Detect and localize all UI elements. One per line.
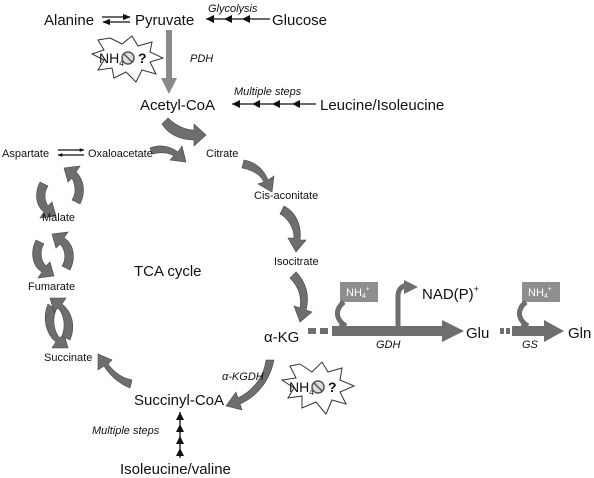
succinyl-coa-label: Succinyl-CoA [134,392,224,409]
pdh-arrow [161,30,177,94]
multiple-steps-top-label: Multiple steps [234,86,302,98]
svg-text:NH4+: NH4+ [346,286,370,300]
svg-text:NAD(P)+: NAD(P)+ [422,284,479,303]
alpha-kg-label: α-KG [264,329,299,346]
gdh-arrow [308,320,464,342]
fumarate-label: Fumarate [28,281,75,293]
alanine-pyruvate-arrows [102,13,131,26]
leucine-isoleucine-label: Leucine/Isoleucine [320,97,444,114]
nh4-subscript-bottom: 4 [309,388,314,397]
isoleucine-valine-label: Isoleucine/valine [120,461,231,478]
citrate-label: Citrate [206,148,238,160]
succinate-label: Succinate [44,352,92,364]
nh4-box-gdh-label: NH [346,287,362,299]
leucine-arrows [232,100,316,108]
acetyl-coa-label: Acetyl-CoA [140,97,215,114]
question-mark-top: ? [138,50,147,66]
tca-cycle-label: TCA cycle [134,263,202,280]
glu-label: Glu [466,325,489,342]
nh4-box-gs-sub: 4 [544,293,548,300]
nh4-star-label-top: NH [99,50,119,66]
glucose-label: Glucose [272,12,327,29]
nh4-inhibition-burst-bottom: NH4+ ? [280,361,356,415]
glycolysis-arrows [206,15,270,23]
nh4-star-label-bottom: NH [289,379,309,395]
gs-label: GS [522,339,539,351]
nh4-box-gdh-sub: 4 [362,293,366,300]
aspartate-oxaloacetate-arrows [57,148,85,157]
alpha-kgdh-label: α-KGDH [222,371,264,383]
nh4-inhibition-burst-top: NH4+ ? [90,35,165,83]
nh4-subscript-top: 4 [119,59,124,68]
glycolysis-label: Glycolysis [208,3,258,15]
nh4-box-gs-charge: + [548,286,552,293]
isocitrate-label: Isocitrate [274,256,319,268]
nh4-box-gdh-charge: + [366,286,370,293]
alanine-label: Alanine [44,12,94,29]
gdh-label: GDH [376,339,401,351]
nadp-label: NAD(P) [422,286,474,303]
nh4-box-gs: NH4+ [522,282,560,302]
nadp-arrow [395,280,418,326]
pdh-label: PDH [190,53,213,65]
question-mark-bottom: ? [328,379,337,395]
multiple-steps-bottom-label: Multiple steps [92,425,160,437]
pyruvate-label: Pyruvate [135,12,194,29]
gs-arrow [500,320,564,342]
gln-label: Gln [568,325,591,342]
oxaloacetate-label: Oxaloacetate [88,148,153,160]
aspartate-label: Aspartate [2,148,49,160]
nh4-box-gs-label: NH [528,287,544,299]
nh4-box-gdh: NH4+ [340,282,378,302]
svg-text:NH4+: NH4+ [528,286,552,300]
isoleucine-valine-arrows [176,412,184,458]
cis-aconitate-label: Cis-aconitate [254,190,318,202]
nadp-charge: + [474,284,479,294]
malate-label: Malate [42,212,75,224]
cycle-arrows [32,117,313,411]
